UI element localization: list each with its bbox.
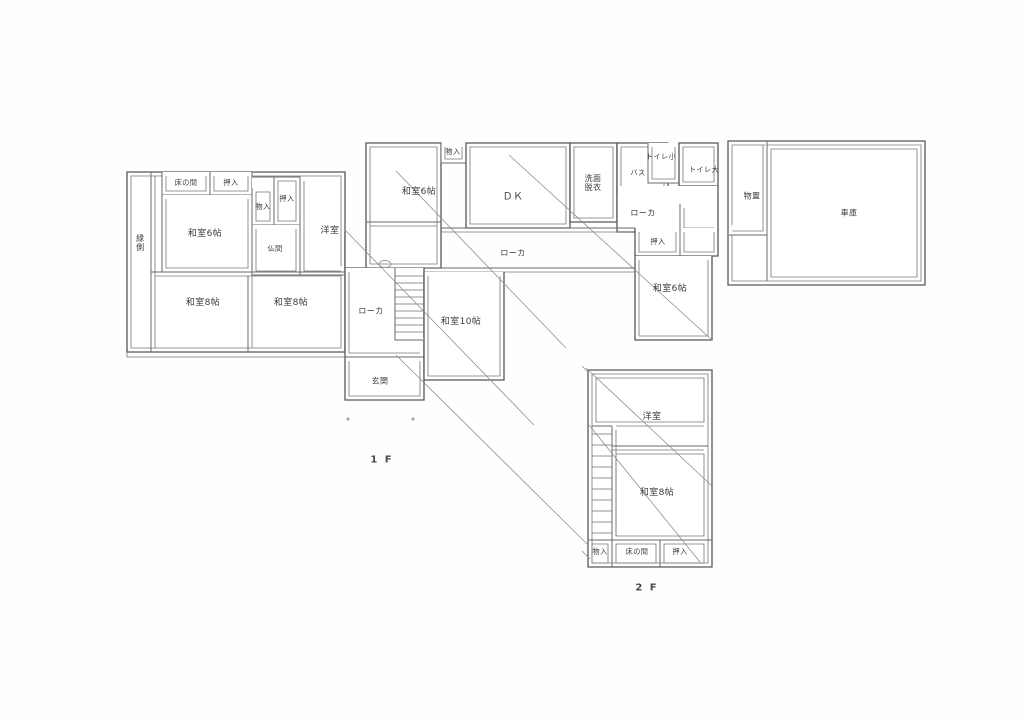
monooki-divider-inner: [732, 145, 764, 232]
oshiire-right-box: [638, 232, 677, 253]
diagonal-washitsu8-2f: [588, 424, 701, 563]
small-box-right: [683, 232, 715, 253]
center-left-block-inner: [369, 146, 438, 265]
washitsu10-outline: [423, 272, 505, 381]
tokonoma-2f-box: [615, 543, 657, 564]
washitsu6-right-inner: [638, 260, 709, 337]
second-floor-outline: [587, 369, 713, 568]
monoire-oshiire-band: [251, 176, 301, 226]
yoshitsu-2f-room-inner: [595, 377, 705, 423]
washitsu6-right-outline: [634, 256, 713, 341]
washitsu8-2f-inner: [615, 453, 705, 537]
diagonal-yoshitsu-2f: [585, 367, 713, 487]
garage-group: [727, 140, 926, 286]
garage-outer-outline: [727, 140, 926, 286]
stray-mark-1: [346, 417, 350, 421]
diagonal-guides: [344, 154, 713, 563]
senmen-datsui-outline: [569, 142, 618, 223]
diagonal-washitsu6-mid: [395, 170, 567, 349]
butsuma-box: [251, 225, 301, 276]
oshiire-2f-box: [663, 543, 705, 564]
yoshitsu-1f-box: [299, 177, 345, 276]
engawa-base-line: [126, 352, 345, 358]
toilet-small-outline: [647, 143, 680, 184]
toilet-large-outline: [678, 142, 719, 187]
roka-left-inner: [348, 272, 420, 354]
toilet-small-inner: [651, 147, 676, 180]
diagonal-long-lower: [395, 354, 589, 546]
shako-inner: [770, 148, 918, 278]
diagonal-2f-corner: [581, 365, 589, 373]
door-swing-marker: [378, 260, 392, 268]
oshiire-box: [213, 176, 249, 192]
dk-inner: [469, 146, 567, 225]
toilet-large-inner: [682, 146, 715, 183]
monoire-center-inner: [444, 147, 463, 160]
senmen-datsui-inner: [573, 146, 614, 219]
oshiire2-box: [277, 180, 297, 222]
yoshitsu-1f-box-inner: [303, 181, 341, 272]
diagonal-center-long: [344, 229, 535, 426]
butsuma-box-inner: [255, 229, 297, 272]
center-left-block-outline: [365, 142, 442, 269]
diagonal-2f-tail: [581, 550, 591, 560]
monoire-box: [255, 191, 271, 222]
stray-mark-2: [411, 417, 415, 421]
washitsu6-left-box: [161, 195, 253, 273]
diagonal-dk: [508, 154, 713, 341]
dk-outline: [465, 142, 571, 229]
tokonoma-box: [165, 176, 207, 192]
second-floor-group: [587, 369, 713, 568]
corridor-left-join: [344, 232, 366, 269]
staircase-1f-group: [378, 260, 424, 341]
washitsu10-inner: [427, 276, 501, 377]
monoire-2f-box: [591, 543, 609, 564]
staircase-2f-group: [592, 433, 612, 534]
center-section-group: [344, 142, 719, 401]
washitsu6-left-box-inner: [165, 199, 249, 269]
left-wing-outline-inner: [130, 175, 342, 349]
top-closet-band: [161, 172, 253, 196]
left-wing-group: [126, 171, 346, 358]
garage-outer-inner: [731, 144, 922, 282]
